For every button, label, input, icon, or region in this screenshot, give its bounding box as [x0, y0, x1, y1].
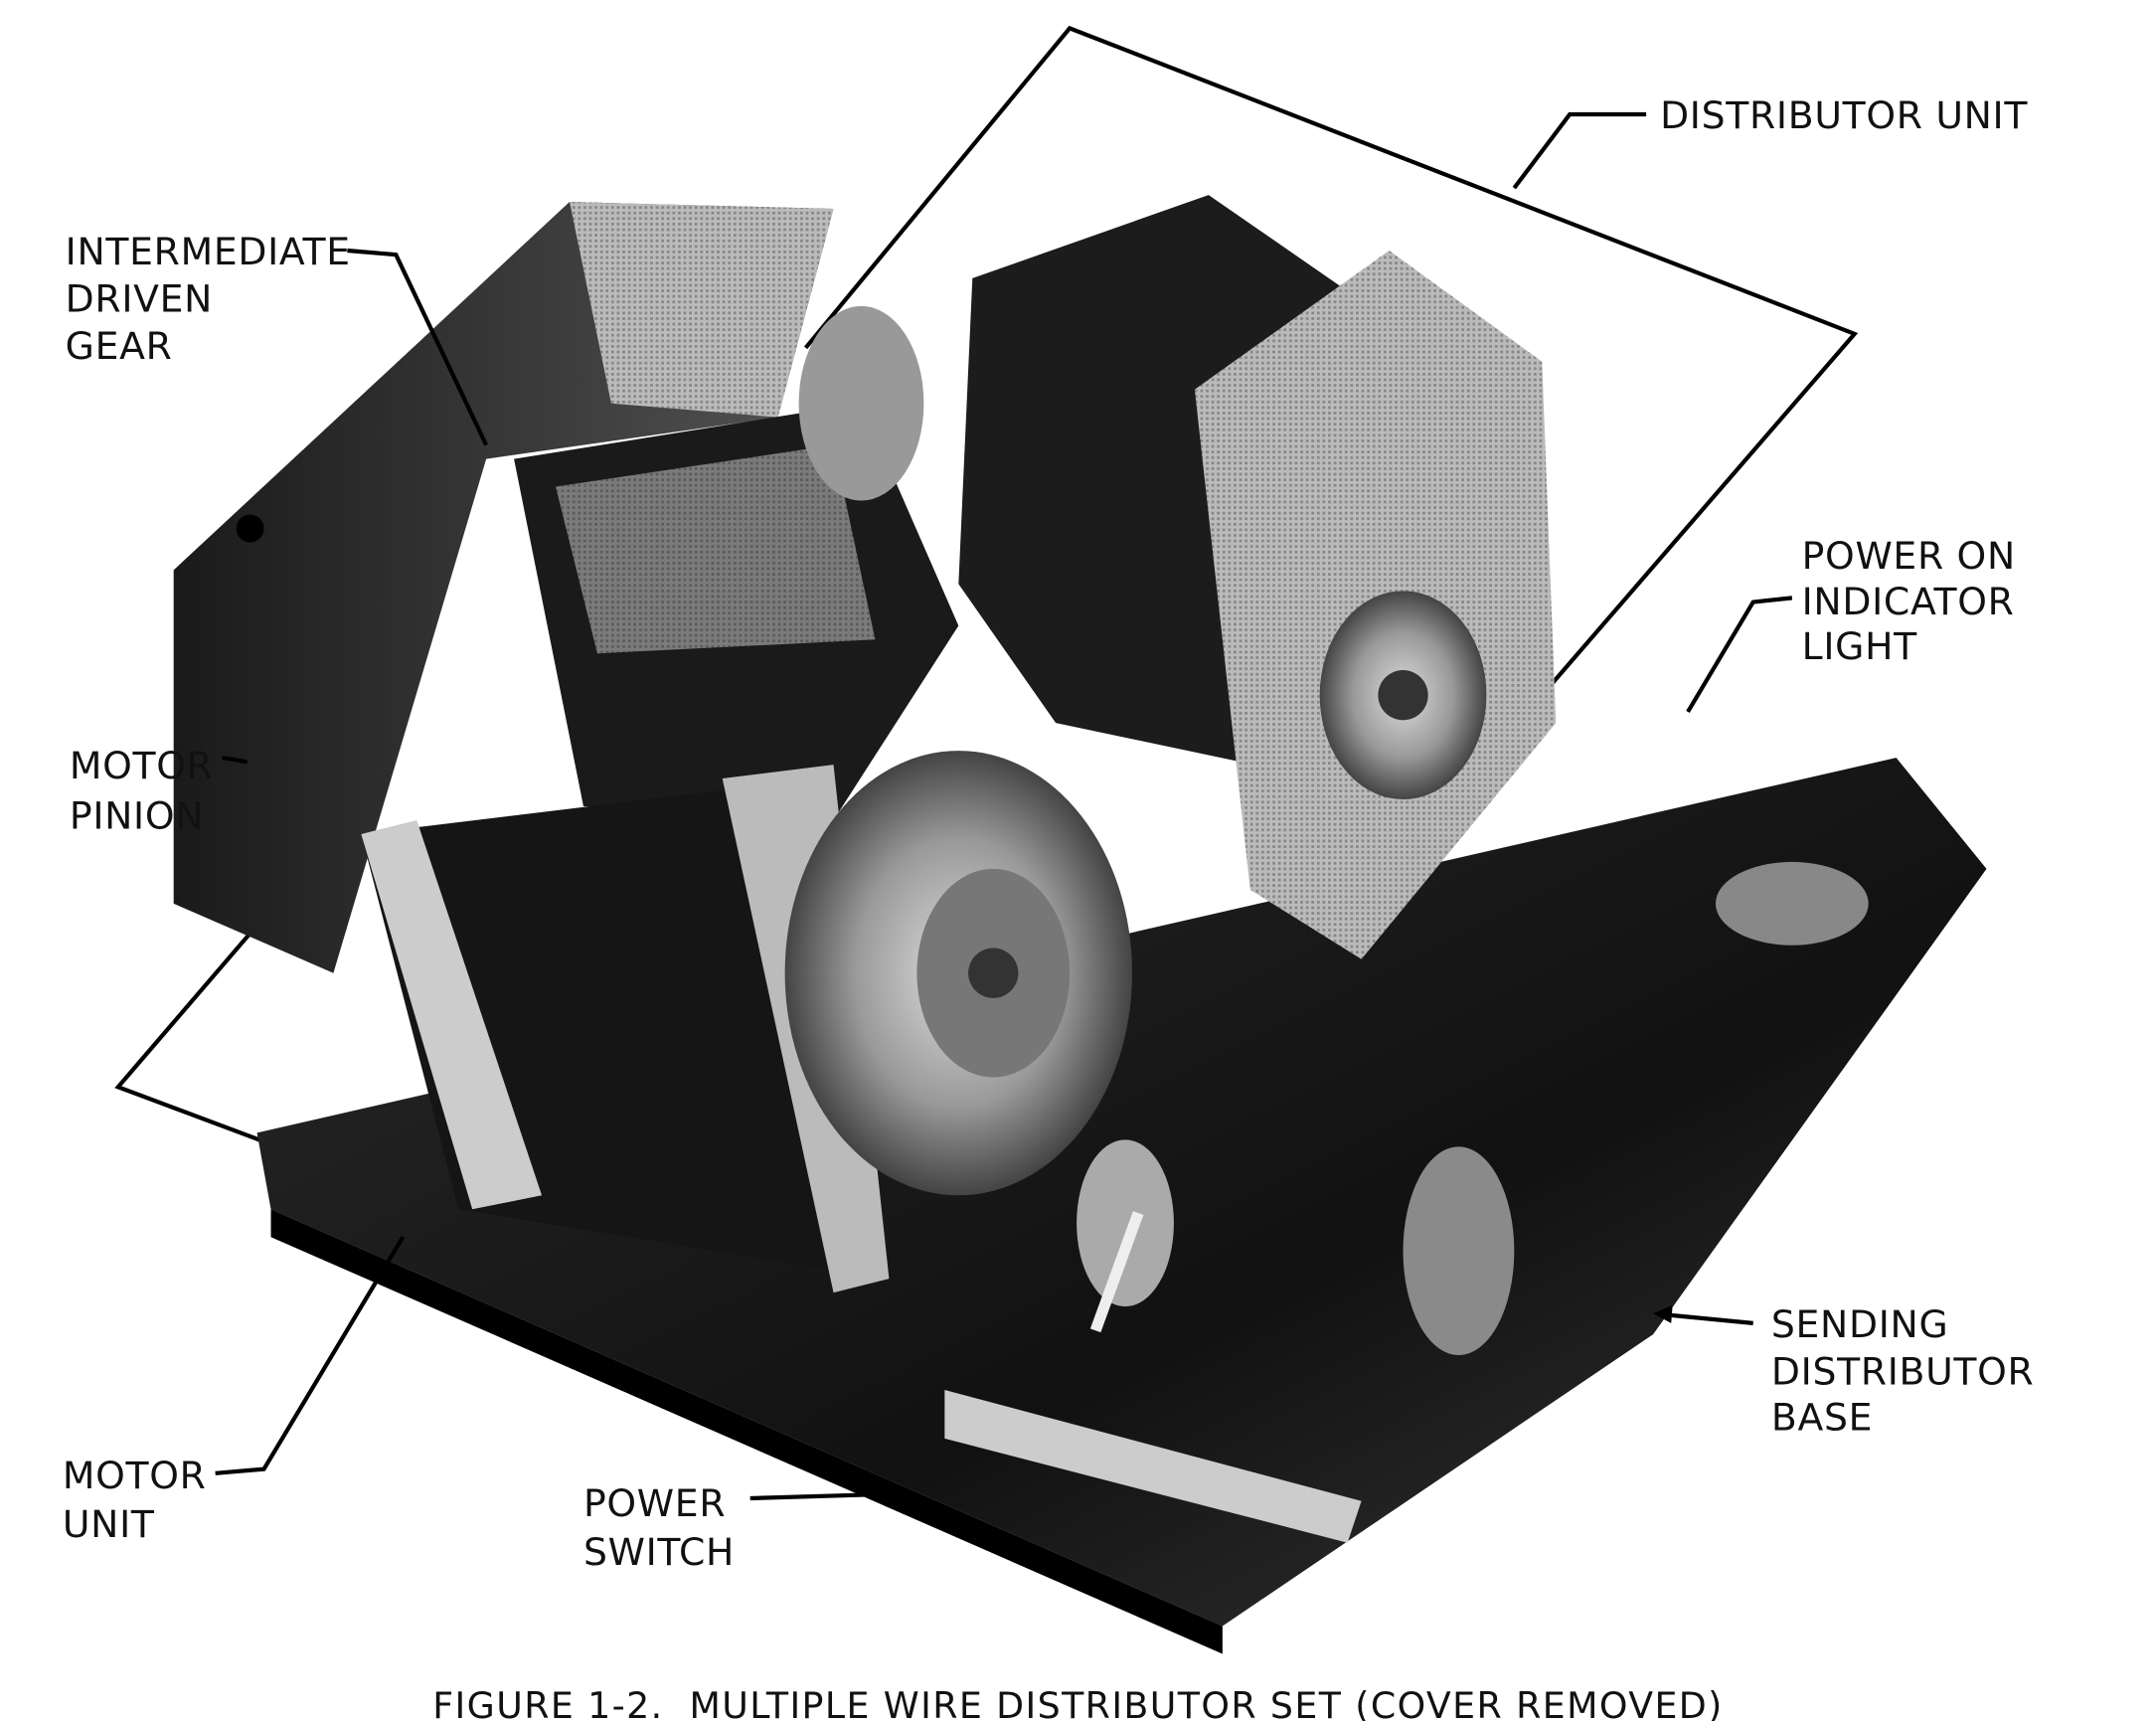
callout-label: DISTRIBUTOR UNIT: [1660, 93, 2028, 137]
callout-label: GEAR: [66, 324, 173, 368]
callout-label: DRIVEN: [66, 276, 213, 320]
callout-label: INDICATOR: [1802, 580, 2015, 623]
callout-label: PINION: [70, 793, 204, 837]
callout-label: POWER: [583, 1481, 726, 1525]
callout-label: MOTOR: [70, 744, 214, 787]
callout-label: MOTOR: [63, 1454, 207, 1497]
callout-label: LIGHT: [1802, 624, 1918, 668]
backdrop-outline: [803, 25, 1859, 697]
indicator-lamp: [1403, 1146, 1515, 1356]
callout-label: POWER ON: [1802, 534, 2016, 578]
machine-photo: [114, 25, 1987, 1654]
callout-sending-distributor-base: SENDING DISTRIBUTOR BASE: [1653, 1302, 2035, 1439]
figure-caption: FIGURE 1-2. MULTIPLE WIRE DISTRIBUTOR SE…: [432, 1684, 1724, 1721]
callout-power-switch: POWER SWITCH: [583, 1481, 890, 1574]
callout-label: SENDING: [1771, 1302, 1949, 1346]
callout-label: UNIT: [63, 1502, 155, 1546]
callout-motor-pinion: MOTOR PINION: [70, 744, 249, 837]
callout-label: SWITCH: [583, 1530, 735, 1574]
callout-intermediate-driven-gear: INTERMEDIATE DRIVEN GEAR: [66, 230, 489, 446]
callout-label: DISTRIBUTOR: [1771, 1349, 2035, 1393]
power-switch: [1077, 1139, 1174, 1307]
arrow-head-icon: [1653, 1304, 1673, 1323]
callout-power-on-indicator-light: POWER ON INDICATOR LIGHT: [1686, 534, 2016, 714]
callout-label: INTERMEDIATE: [66, 230, 351, 273]
callout-label: BASE: [1771, 1395, 1873, 1439]
callout-distributor-unit: DISTRIBUTOR UNIT: [1512, 93, 2028, 190]
callout-motor-unit: MOTOR UNIT: [63, 1236, 406, 1546]
